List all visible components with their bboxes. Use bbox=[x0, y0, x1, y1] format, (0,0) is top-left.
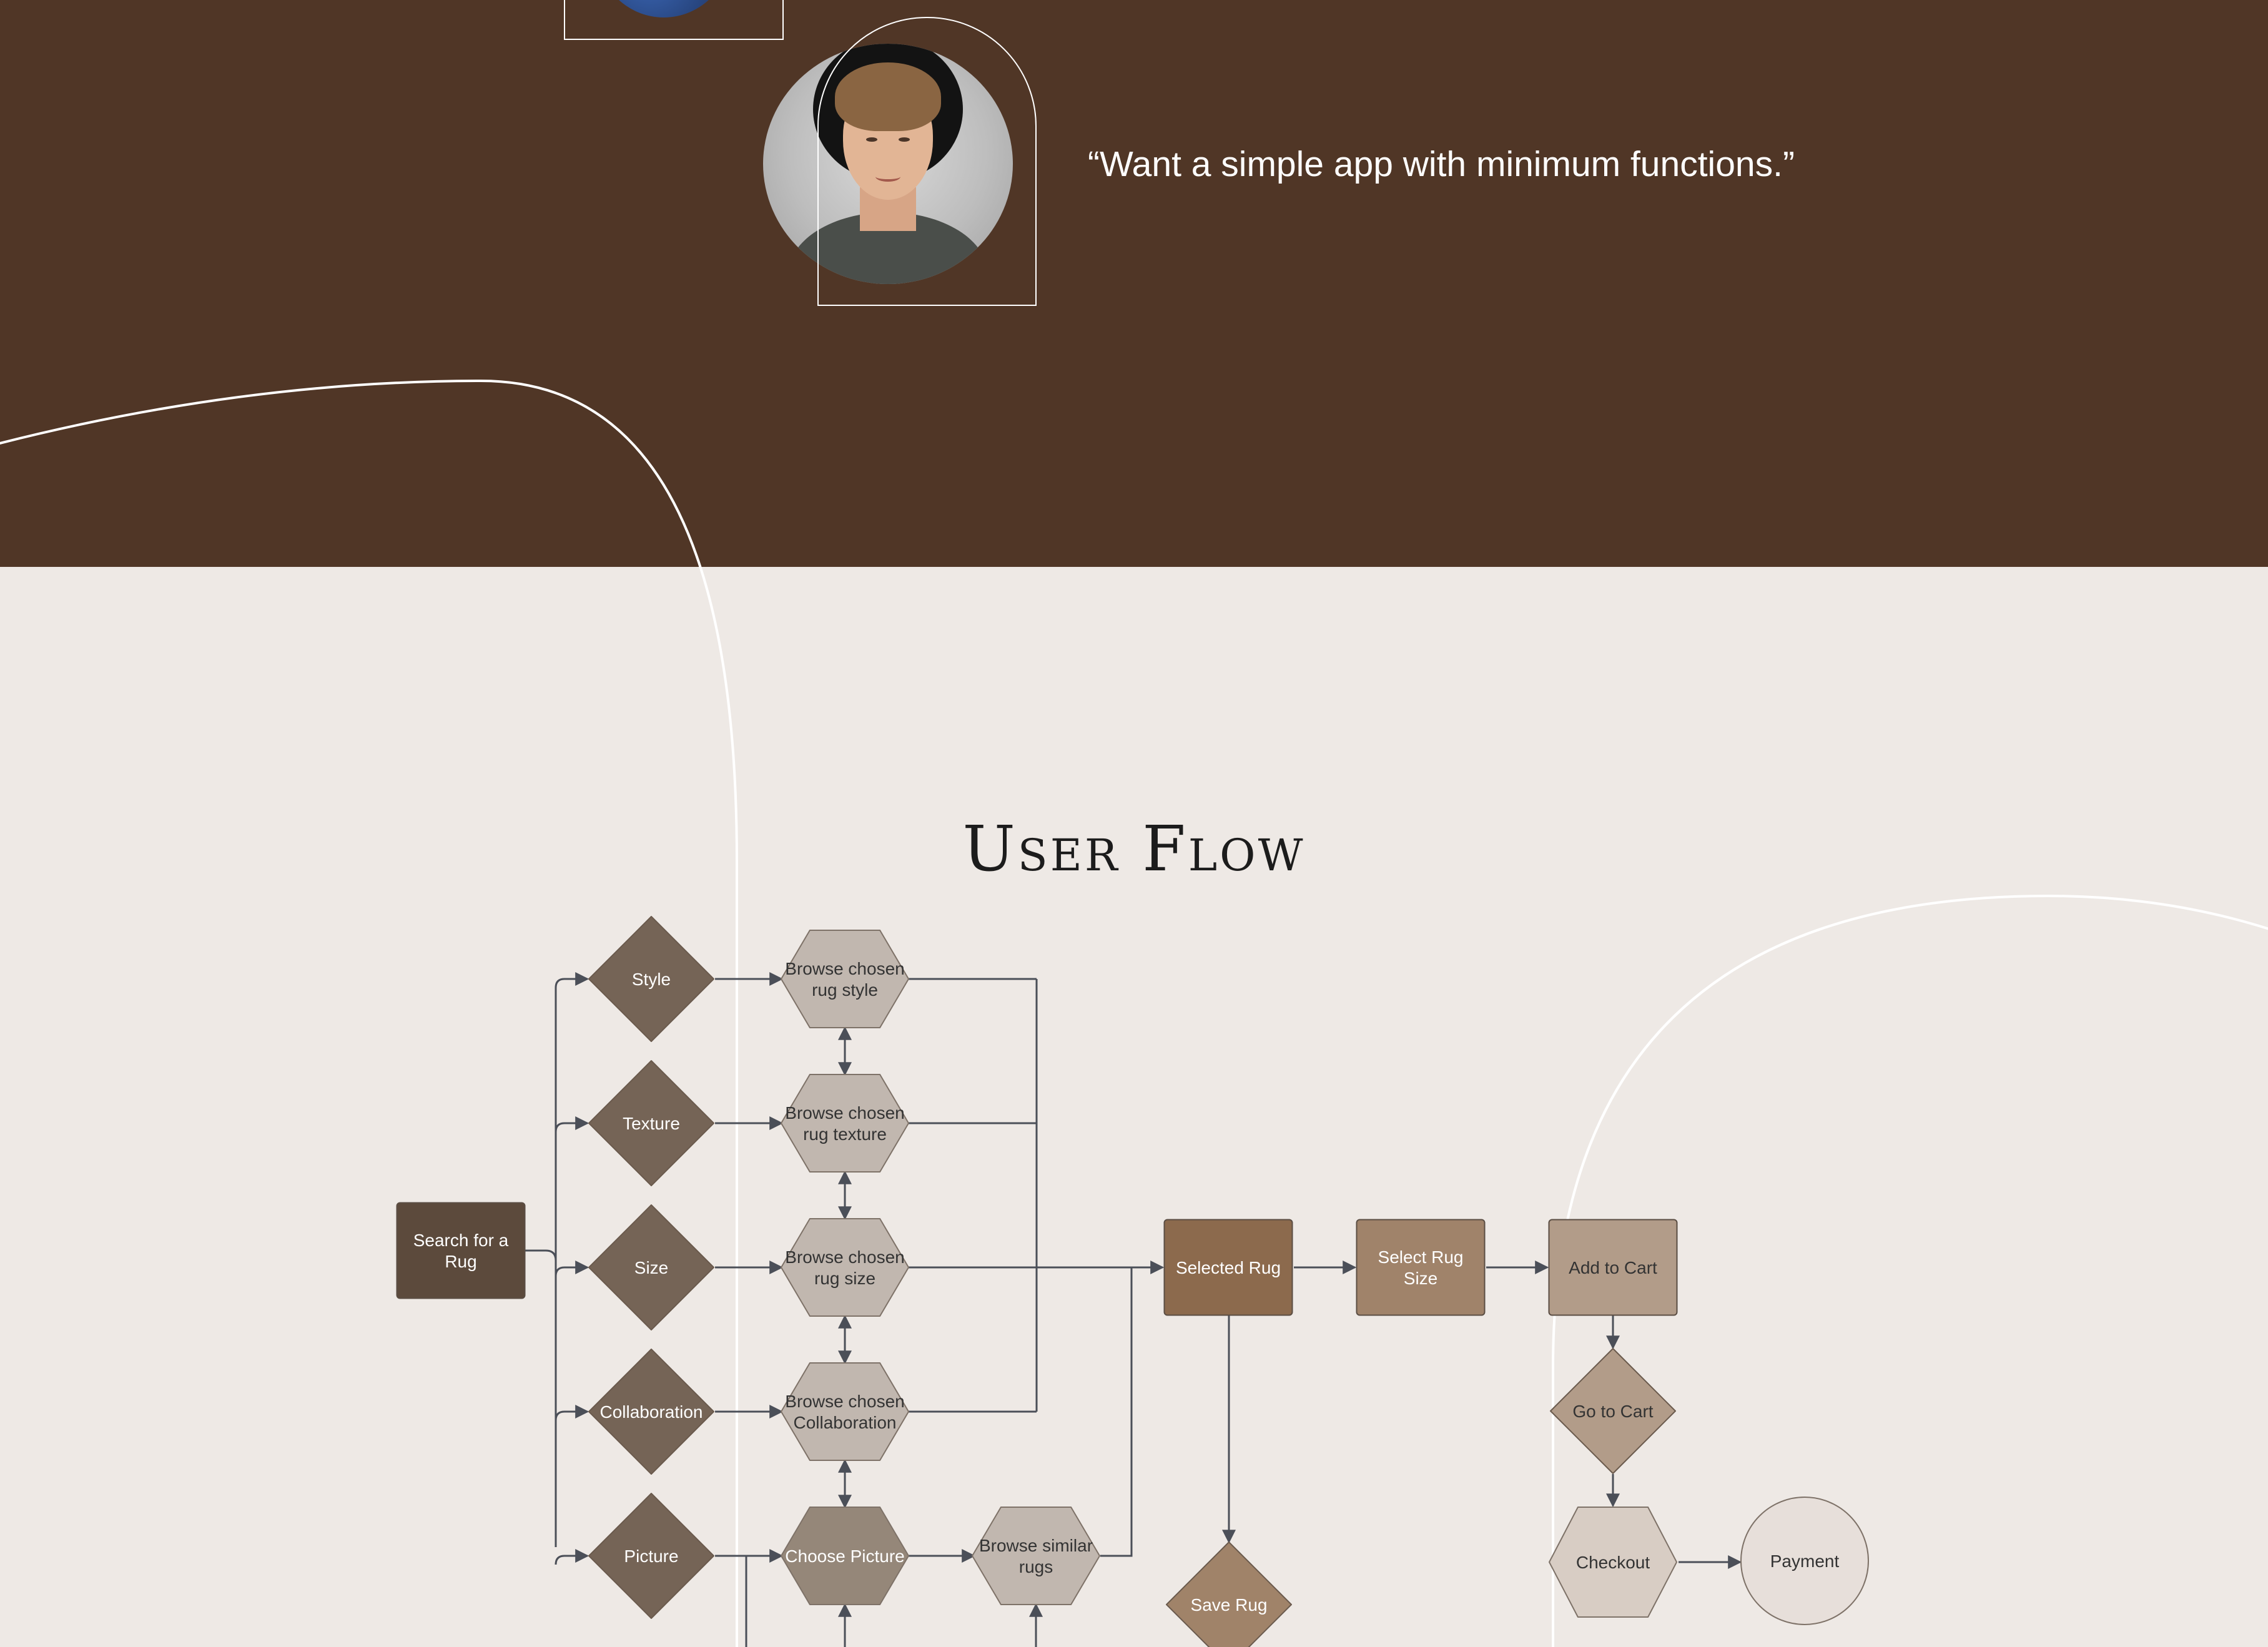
flow-save-rug: Save Rug bbox=[1166, 1541, 1292, 1647]
connector-to-picture-decision bbox=[555, 1549, 589, 1565]
svg-text:Choose Picture: Choose Picture bbox=[785, 1546, 904, 1566]
flow-decision-style: Style bbox=[588, 916, 714, 1042]
connector-to-texture-decision bbox=[555, 1116, 589, 1133]
flow-decision-texture: Texture bbox=[588, 1060, 714, 1186]
section-title: User Flow bbox=[962, 812, 1306, 885]
connector-similar-up bbox=[1100, 1267, 1133, 1557]
connector-picture-branch bbox=[715, 1555, 747, 1647]
svg-text:Size: Size bbox=[634, 1258, 668, 1277]
flow-decision-collaboration: Collaboration bbox=[588, 1349, 714, 1475]
svg-text:Texture: Texture bbox=[623, 1114, 680, 1133]
svg-text:Style: Style bbox=[632, 970, 671, 989]
svg-text:Payment: Payment bbox=[1770, 1551, 1840, 1571]
flow-decision-picture: Picture bbox=[588, 1493, 714, 1619]
persona-photo-frame-partial bbox=[564, 0, 784, 40]
connector-to-style-decision bbox=[555, 972, 589, 988]
flow-browse-picture: Choose Picture bbox=[781, 1507, 909, 1605]
svg-text:Go to Cart: Go to Cart bbox=[1572, 1402, 1653, 1421]
svg-text:Save Rug: Save Rug bbox=[1191, 1595, 1268, 1615]
flow-checkout: Checkout bbox=[1549, 1507, 1677, 1618]
connector-to-collaboration-decision bbox=[555, 1405, 589, 1421]
svg-text:Collaboration: Collaboration bbox=[600, 1402, 703, 1422]
connector-start-trunk bbox=[523, 1249, 557, 1267]
svg-text:Picture: Picture bbox=[624, 1546, 678, 1566]
persona-quote: “Want a simple app with minimum function… bbox=[1088, 144, 1795, 184]
svg-text:Checkout: Checkout bbox=[1576, 1553, 1650, 1572]
persona-arch-frame bbox=[817, 17, 1037, 306]
svg-text:Selected Rug: Selected Rug bbox=[1176, 1258, 1281, 1277]
flow-selected-rug: Selected Rug bbox=[1163, 1219, 1293, 1316]
flow-go-to-cart: Go to Cart bbox=[1550, 1348, 1676, 1474]
flow-add-to-cart: Add to Cart bbox=[1548, 1219, 1678, 1316]
flow-payment: Payment bbox=[1740, 1497, 1869, 1625]
flow-decision-size: Size bbox=[588, 1204, 714, 1330]
svg-text:Add to Cart: Add to Cart bbox=[1569, 1258, 1657, 1277]
connector-to-size-decision bbox=[555, 1261, 589, 1277]
